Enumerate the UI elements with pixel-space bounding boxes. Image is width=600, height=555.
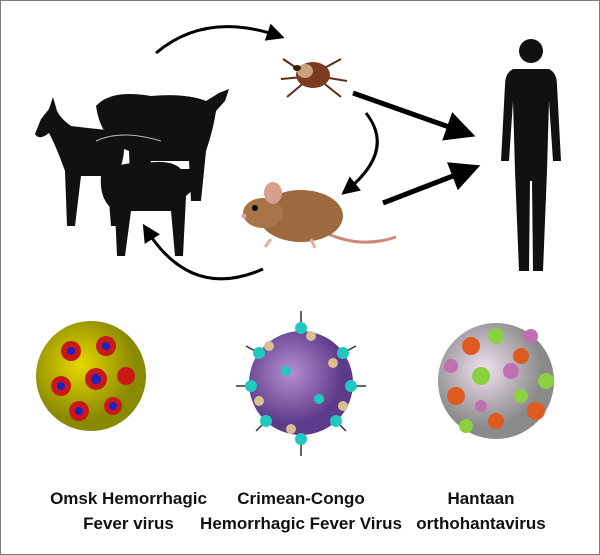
transmission-arrows xyxy=(142,23,481,281)
virus-label-line1: Hantaan xyxy=(447,489,515,508)
omsk-virus-image xyxy=(36,321,146,431)
tick-image xyxy=(280,58,348,98)
arrow-livestock-to-tick xyxy=(155,23,285,55)
arrow-tick-to-human xyxy=(352,90,476,141)
virus-label-hantaan: Hantaan orthohantavirus xyxy=(381,486,581,536)
virus-label-line1: Crimean-Congo xyxy=(237,489,365,508)
virus-label-line1: Omsk Hemorrhagic xyxy=(50,489,207,508)
arrow-tick-to-mouse xyxy=(341,112,379,195)
virus-label-cchf: Crimean-Congo Hemorrhagic Fever Virus xyxy=(186,486,416,536)
human-silhouette xyxy=(501,39,561,271)
livestock-silhouette xyxy=(35,89,229,256)
arrow-mouse-to-livestock xyxy=(142,223,264,281)
arrow-mouse-to-human xyxy=(382,162,481,206)
virus-label-line2: Fever virus xyxy=(83,514,174,533)
mouse-image xyxy=(241,182,397,249)
virus-label-line2: Hemorrhagic Fever Virus xyxy=(200,514,402,533)
cchf-virus-image xyxy=(236,311,366,456)
virus-label-line2: orthohantavirus xyxy=(416,514,546,533)
virus-label-omsk: Omsk Hemorrhagic Fever virus xyxy=(21,486,236,536)
hantaan-virus-image xyxy=(438,323,554,439)
